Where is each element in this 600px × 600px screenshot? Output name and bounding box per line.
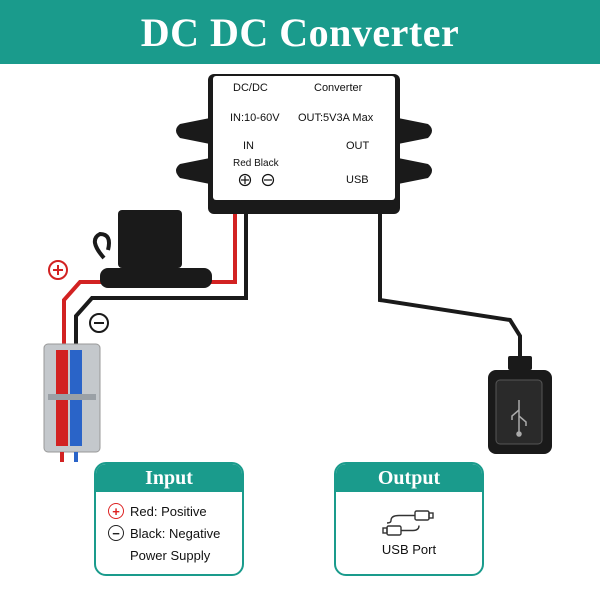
input-black-row: − Black: Negative: [108, 522, 230, 544]
input-red-row: + Red: Positive: [108, 500, 230, 522]
output-card-body: USB Port: [336, 492, 482, 565]
usb-cable-icon: [382, 510, 434, 536]
positive-symbol-icon: [48, 260, 68, 280]
device-label-out: OUT: [346, 140, 370, 152]
input-card: Input + Red: Positive − Black: Negative …: [94, 462, 244, 576]
device-negative-symbol-icon: [261, 173, 275, 187]
input-black-label: Black: Negative: [130, 525, 221, 541]
output-usb-label: USB Port: [381, 542, 437, 557]
output-card-title: Output: [336, 464, 482, 492]
fuse-holder: [92, 210, 212, 288]
usb-symbol-icon: [511, 400, 527, 437]
device-label-red-black: Red Black: [233, 158, 279, 169]
negative-symbol-icon: [89, 313, 109, 333]
input-card-body: + Red: Positive − Black: Negative Power …: [96, 492, 242, 574]
device-label-converter: Converter: [314, 82, 363, 94]
minus-circle-icon: −: [108, 525, 124, 541]
mounting-ear-right-top: [398, 118, 432, 144]
mounting-ear-left-bottom: [176, 158, 210, 184]
device-label-usb: USB: [346, 174, 369, 186]
device-label-out-range: OUT:5V3A Max: [298, 112, 374, 124]
page-title: DC DC Converter: [140, 9, 460, 55]
input-power-label: Power Supply: [130, 547, 211, 563]
terminal-connector: [43, 343, 101, 453]
mounting-ear-left-top: [176, 118, 210, 144]
input-power-row: Power Supply: [108, 544, 230, 566]
device-positive-symbol-icon: [238, 173, 252, 187]
mounting-ear-right-bottom: [398, 158, 432, 184]
device-label-dc: DC/DC: [233, 82, 268, 94]
black-wire: [74, 214, 248, 344]
red-wire: [62, 214, 237, 344]
converter-label-panel: [213, 76, 395, 200]
device-label-in-range: IN:10-60V: [230, 112, 280, 124]
input-card-title: Input: [96, 464, 242, 492]
device-label-in: IN: [243, 140, 254, 152]
output-card: Output USB Port: [334, 462, 484, 576]
input-red-label: Red: Positive: [130, 503, 207, 519]
usb-cable: [378, 214, 522, 358]
title-banner: DC DC Converter: [0, 0, 600, 64]
usb-female-plug: [488, 356, 552, 454]
plus-circle-icon: +: [108, 503, 124, 519]
